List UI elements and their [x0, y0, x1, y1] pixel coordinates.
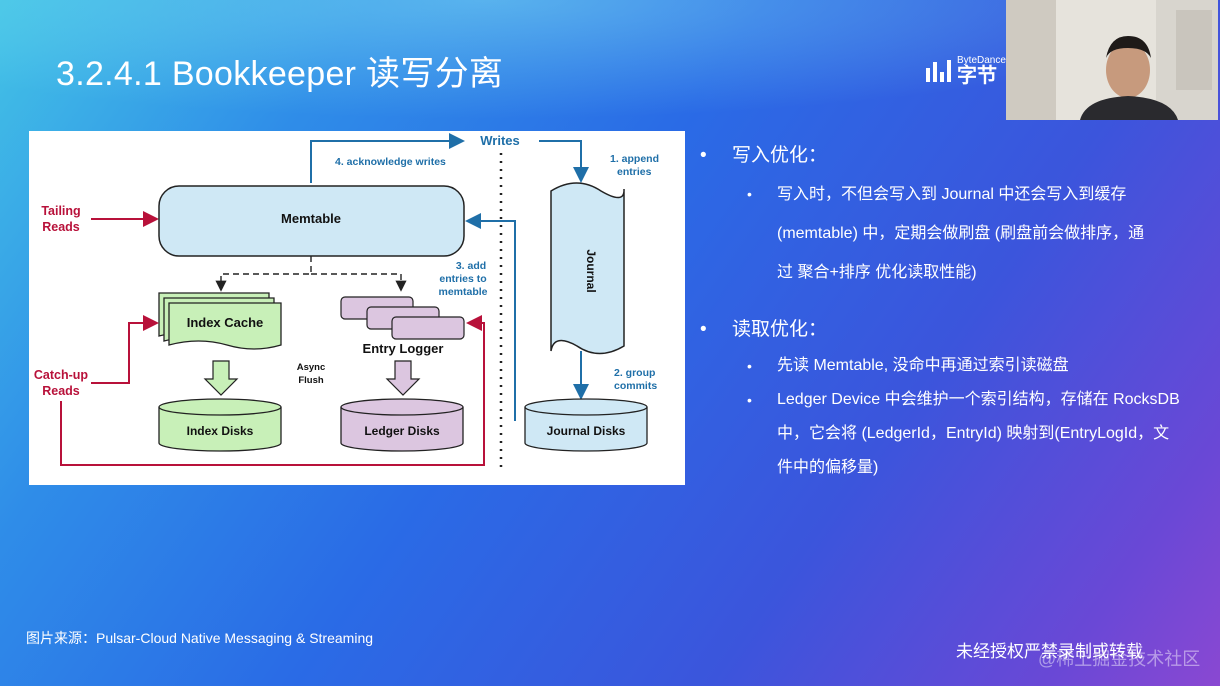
watermark: @稀土掘金技术社区 [1038, 649, 1201, 669]
tailing-label-2: Reads [42, 220, 80, 234]
flush-to-index-line [215, 256, 312, 292]
add-label-2: entries to [439, 273, 486, 285]
write-opt-heading: 写入优化： [700, 136, 1200, 175]
ledger-disks-cylinder [340, 398, 464, 452]
slide-title: 3.2.4.1 Bookkeeper 读写分离 [56, 55, 504, 93]
entry-logger-box [391, 316, 465, 340]
catchup-ledger-arrow [60, 315, 485, 466]
ledger-disks-label: Ledger Disks [364, 424, 440, 438]
tailing-label-1: Tailing [41, 204, 80, 218]
journal-shape [550, 182, 625, 355]
index-cache-box [168, 302, 282, 350]
journal-disks-label: Journal Disks [547, 424, 626, 438]
journal-disks-cylinder [524, 398, 648, 452]
index-disks-cylinder [158, 398, 282, 452]
bytedance-logo: ByteDance 字节 [926, 56, 1006, 86]
read-opt-line-2: 中，它会将 (LedgerId，EntryId) 映射到(EntryLogId，… [777, 425, 1170, 442]
writes-label: Writes [480, 133, 520, 148]
write-opt-line-1: 写入时，不但会写入到 Journal 中还会写入到缓存 [777, 186, 1127, 203]
append-label-1: 1. append [610, 153, 659, 165]
add-entries-arrow [465, 213, 516, 421]
entry-logger-label: Entry Logger [363, 341, 444, 356]
ack-arrow [310, 133, 465, 183]
index-cache-label: Index Cache [187, 315, 264, 330]
async-label-1: Async [297, 362, 326, 373]
write-opt-line-3: 过 聚合+排序 优化读取性能) [777, 264, 977, 281]
flush-to-entry-line [311, 273, 407, 292]
read-opt-item-2: Ledger Device 中会维护一个索引结构，存储在 RocksDB 中，它… [700, 383, 1200, 485]
logo-text-en: ByteDance [957, 55, 1006, 66]
write-opt-line-2: (memtable) 中，定期会做刷盘 (刷盘前会做排序，通 [777, 225, 1145, 242]
image-source-caption: 图片来源：Pulsar-Cloud Native Messaging & Str… [26, 630, 374, 646]
ack-label: 4. acknowledge writes [335, 156, 446, 168]
add-label-3: memtable [438, 286, 487, 298]
copyright-notice: 未经授权严禁录制或转载 [956, 642, 1143, 661]
group-label-2: commits [614, 380, 657, 392]
presenter-image [1006, 0, 1218, 120]
webcam-presenter-feed [1006, 0, 1218, 120]
bullet-list: 写入优化： 写入时，不但会写入到 Journal 中还会写入到缓存 (memta… [700, 136, 1200, 485]
append-arrow [539, 140, 589, 183]
async-label-2: Flush [298, 375, 324, 386]
catchup-label-1: Catch-up [34, 368, 89, 382]
read-opt-line-3: 件中的偏移量) [777, 459, 879, 476]
memtable-label: Memtable [281, 211, 341, 226]
logo-bars-icon [926, 60, 951, 82]
read-opt-item-1: 先读 Memtable, 没命中再通过索引读磁盘 [700, 349, 1200, 383]
group-label-1: 2. group [614, 367, 655, 379]
bookkeeper-diagram: Writes 4. acknowledge writes 1. append e… [29, 131, 685, 485]
index-disks-label: Index Disks [187, 424, 254, 438]
entry-down-arrow-icon [385, 360, 421, 396]
journal-label: Journal [584, 249, 598, 292]
read-opt-line-1: Ledger Device 中会维护一个索引结构，存储在 RocksDB [777, 391, 1180, 408]
catchup-label-2: Reads [42, 384, 80, 398]
read-opt-heading: 读取优化： [700, 310, 1200, 349]
logo-text-cn: 字节 [957, 65, 997, 87]
catchup-arrow [91, 315, 159, 384]
add-label-1: 3. add [456, 260, 486, 272]
index-down-arrow-icon [203, 360, 239, 396]
write-opt-item: 写入时，不但会写入到 Journal 中还会写入到缓存 (memtable) 中… [700, 175, 1200, 292]
append-label-2: entries [617, 166, 652, 178]
